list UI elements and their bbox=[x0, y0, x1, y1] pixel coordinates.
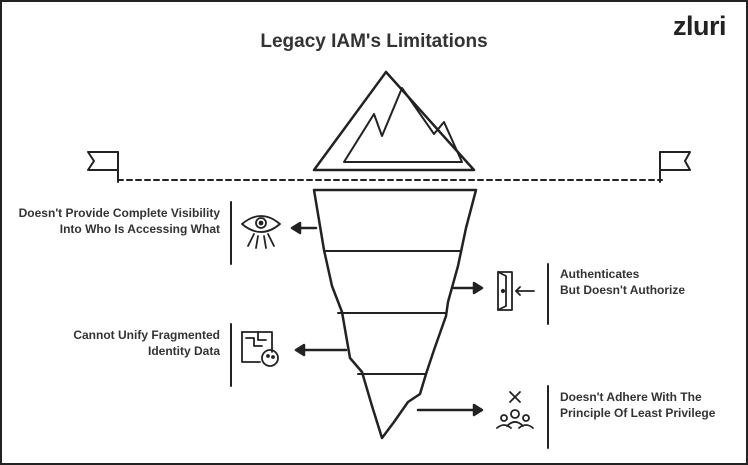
flag-left-icon bbox=[87, 151, 119, 183]
users-denied-icon bbox=[496, 391, 534, 429]
fragmented-data-icon bbox=[241, 331, 279, 367]
iceberg-submerged bbox=[312, 188, 478, 440]
limitation-1-line2: Into Who Is Accessing What bbox=[59, 222, 220, 236]
iceberg-tip bbox=[312, 70, 476, 172]
arrow-right-4 bbox=[416, 403, 484, 417]
limitation-3-line1: Cannot Unify Fragmented bbox=[73, 328, 220, 342]
limitation-3-line2: Identity Data bbox=[147, 344, 220, 358]
limitation-2-label: Authenticates But Doesn't Authorize bbox=[560, 266, 740, 298]
arrow-right-2 bbox=[452, 281, 484, 295]
limitation-1-label: Doesn't Provide Complete Visibility Into… bbox=[12, 205, 220, 237]
limitation-4-line1: Doesn't Adhere With The bbox=[560, 390, 702, 404]
door-entry-icon bbox=[497, 271, 535, 311]
limitation-2-line1: Authenticates bbox=[560, 267, 640, 281]
limitation-1-line1: Doesn't Provide Complete Visibility bbox=[18, 206, 220, 220]
brand-logo: zluri bbox=[673, 11, 727, 41]
limitation-3-label: Cannot Unify Fragmented Identity Data bbox=[12, 327, 220, 359]
arrow-left-3 bbox=[294, 343, 348, 357]
diagram-title: Legacy IAM's Limitations bbox=[260, 31, 488, 52]
limitation-2-line2: But Doesn't Authorize bbox=[560, 283, 686, 297]
arrow-left-1 bbox=[290, 221, 318, 235]
flag-right-icon bbox=[659, 151, 691, 183]
limitation-4-label: Doesn't Adhere With The Principle Of Lea… bbox=[560, 389, 740, 421]
eye-icon bbox=[241, 215, 281, 249]
limitation-4-line2: Principle Of Least Privilege bbox=[560, 406, 716, 420]
